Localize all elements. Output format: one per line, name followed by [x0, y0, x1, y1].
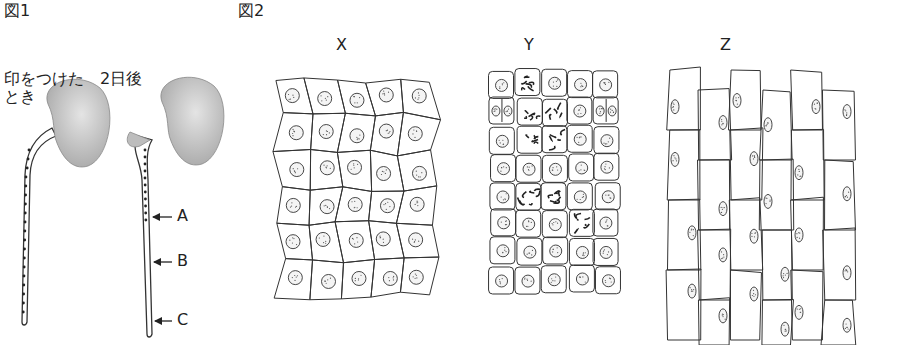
seedling-marked [22, 79, 110, 325]
stage-label: 2日後 [100, 70, 142, 88]
cells-z [666, 67, 856, 345]
cells-y [489, 69, 621, 295]
position-label: C [177, 311, 188, 329]
panel-label: X [336, 36, 347, 54]
position-label: A [177, 207, 188, 225]
pointer-arrow [154, 261, 172, 262]
pointer-arrow [153, 216, 172, 217]
panel-label: Y [524, 36, 534, 54]
stage-label: 印をつけたとき [4, 70, 88, 107]
seedling-two-days [127, 77, 224, 337]
figure-number: 図2 [238, 2, 264, 20]
cells-x [273, 78, 441, 300]
panel-label: Z [720, 36, 731, 54]
pointer-arrow [155, 320, 172, 321]
position-label: B [177, 252, 188, 270]
figure-number: 図1 [4, 2, 30, 20]
